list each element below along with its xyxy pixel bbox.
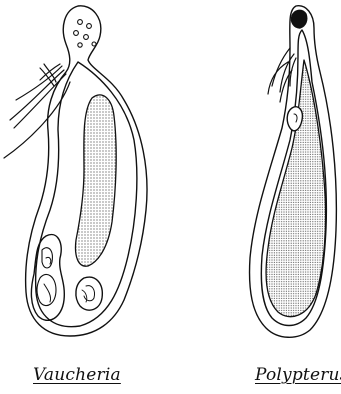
vaucheria-flagella — [4, 64, 70, 158]
caption-vaucheria: Vaucheria — [33, 365, 121, 385]
vaucheria-drawing — [4, 6, 147, 336]
caption-polypterus: Polypterus — [255, 365, 341, 385]
polypterus-flagella — [268, 48, 296, 102]
vaucheria-apical-dots — [74, 20, 96, 48]
polypterus-inner-ovoid — [287, 107, 302, 131]
vaucheria-stippled-body — [76, 95, 117, 266]
polypterus-drawing — [250, 6, 337, 338]
vaucheria-vacuole-right — [76, 277, 102, 310]
polypterus-apical-tip — [291, 10, 306, 28]
